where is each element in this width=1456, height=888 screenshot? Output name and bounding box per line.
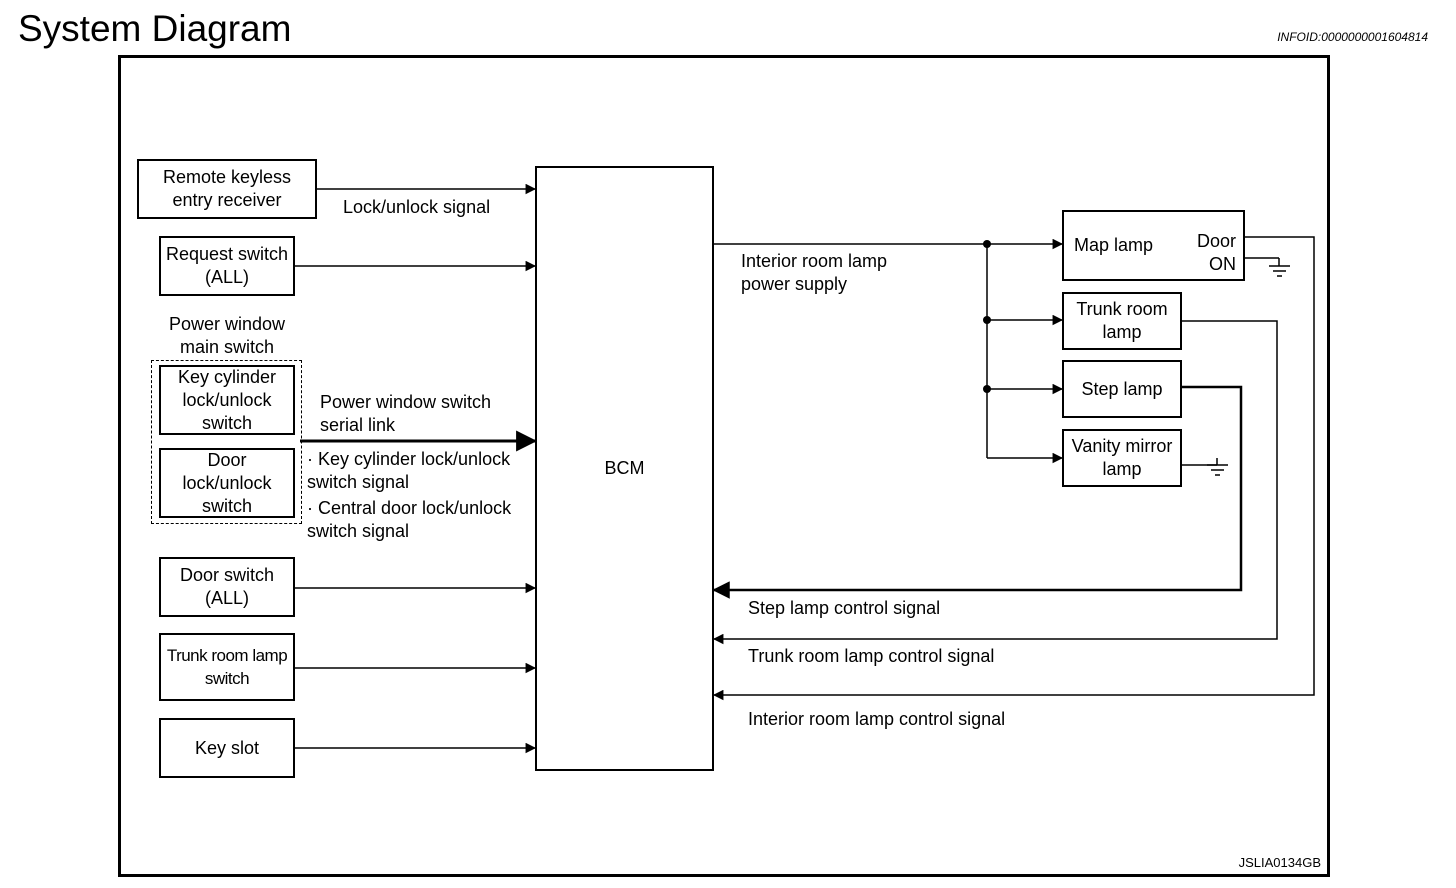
key-slot-box: Key slot <box>159 718 295 778</box>
interior-room-lamp-control-signal-label: Interior room lamp control signal <box>748 709 1006 729</box>
map-lamp-box: Map lamp <box>1062 210 1245 281</box>
trunk-room-lamp-control-signal-label: Trunk room lamp control signal <box>748 646 995 666</box>
wire-map-lamp-return <box>712 236 1315 701</box>
step-lamp-box: Step lamp <box>1062 360 1182 418</box>
diagram-frame <box>118 55 1330 877</box>
ground-symbol-map-lamp <box>1269 265 1290 277</box>
remote-keyless-entry-receiver-box: Remote keyless entry receiver <box>137 159 317 219</box>
power-window-main-switch-label: Power window main switch <box>168 314 286 357</box>
trunk-room-lamp-switch-box: Trunk room lamp switch <box>159 633 295 701</box>
lock-unlock-signal-label: Lock/unlock signal <box>343 197 491 217</box>
door-switch-box: Door switch (ALL) <box>159 557 295 617</box>
door-lock-unlock-switch-box: Door lock/unlock switch <box>159 448 295 518</box>
key-cylinder-lock-unlock-switch-box: Key cylinder lock/unlock switch <box>159 365 295 435</box>
serial-link-label: Power window switch serial link <box>320 392 492 435</box>
page-title: System Diagram <box>18 8 292 49</box>
key-cylinder-signal-label: · Key cylinder lock/unlock switch signal <box>307 449 511 492</box>
door-on-label: Door ON <box>1196 231 1236 274</box>
power-window-main-switch-group <box>151 360 302 524</box>
central-door-signal-label: · Central door lock/unlock switch signal <box>307 498 512 541</box>
trunk-room-lamp-box: Trunk room lamp <box>1062 292 1182 350</box>
ground-symbol-vanity-mirror-lamp <box>1207 464 1228 476</box>
bcm-box: BCM <box>535 166 714 771</box>
step-lamp-control-signal-label: Step lamp control signal <box>748 598 941 618</box>
interior-room-lamp-power-supply-label: Interior room lamp power supply <box>741 251 888 294</box>
vanity-mirror-lamp-box: Vanity mirror lamp <box>1062 429 1182 487</box>
wire-trunk-lamp-return <box>712 320 1278 645</box>
wire-step-lamp-return <box>712 385 1243 599</box>
map-lamp-label: Map lamp <box>1074 235 1154 255</box>
junction-dots <box>983 240 991 393</box>
figure-code: JSLIA0134GB <box>1238 855 1321 870</box>
request-switch-box: Request switch (ALL) <box>159 236 295 296</box>
info-id: INFOID:0000000001604814 <box>1277 30 1428 44</box>
